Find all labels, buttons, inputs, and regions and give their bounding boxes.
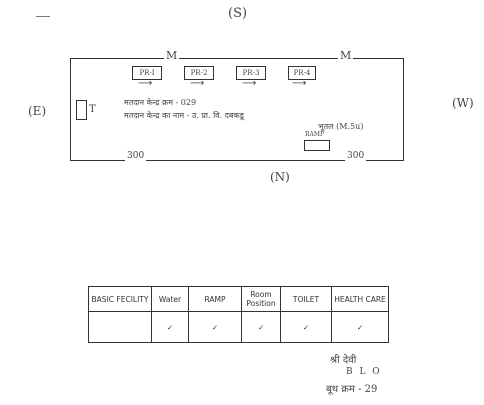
direction-east: (W) xyxy=(452,96,474,110)
facility-table: BASIC FECILITY Water RAMP Room Position … xyxy=(88,286,389,343)
arrow-icon: ⟶ xyxy=(242,78,257,89)
header-toilet: TOILET xyxy=(280,286,332,312)
toilet-box xyxy=(76,100,87,120)
table-cell-check: ✓ xyxy=(188,311,242,343)
table-row: ✓ ✓ ✓ ✓ ✓ xyxy=(88,311,389,343)
road-label-top-right: M xyxy=(338,49,354,62)
toilet-label: T xyxy=(89,104,96,115)
room-pr1: PR-I xyxy=(132,66,162,80)
room-pr4: PR-4 xyxy=(288,66,316,80)
direction-bottom: (N) xyxy=(270,170,290,184)
table-header-row: BASIC FECILITY Water RAMP Room Position … xyxy=(88,286,389,312)
direction-west: (E) xyxy=(28,104,47,118)
ramp-box xyxy=(304,140,330,151)
road-label-bottom-right: 300 xyxy=(345,151,367,161)
room-pr3: PR-3 xyxy=(236,66,266,80)
booth-name-line: मतदान केन्द्र का नाम - उ. प्रा. वि. दबकड… xyxy=(124,111,244,120)
signature-name: श्री देवी xyxy=(330,355,357,366)
scribble-mark xyxy=(36,16,50,17)
table-cell xyxy=(88,311,152,343)
ramp-label: RAMP xyxy=(305,131,325,138)
header-ramp: RAMP xyxy=(188,286,242,312)
road-label-bottom-left: 300 xyxy=(125,151,147,161)
table-cell-check: ✓ xyxy=(280,311,332,343)
arrow-icon: ⟶ xyxy=(292,78,307,89)
signature-number: बूथ क्रम - 29 xyxy=(326,384,378,395)
header-health-care: HEALTH CARE xyxy=(331,286,389,312)
arrow-icon: ⟶ xyxy=(138,78,153,89)
header-room-position: Room Position xyxy=(241,286,281,312)
map-frame xyxy=(70,58,404,161)
table-cell-check: ✓ xyxy=(151,311,189,343)
table-cell-check: ✓ xyxy=(331,311,389,343)
table-cell-check: ✓ xyxy=(241,311,281,343)
arrow-icon: ⟶ xyxy=(190,78,205,89)
header-water: Water xyxy=(151,286,189,312)
signature-role: B L O xyxy=(346,367,382,377)
direction-top: (S) xyxy=(228,6,248,21)
floor-line: भूतल (M.5u) xyxy=(318,122,364,131)
header-basic-facility: BASIC FECILITY xyxy=(88,286,152,312)
booth-number-line: मतदान केन्द्र क्रम - 029 xyxy=(124,98,197,107)
road-label-top-left: M xyxy=(164,49,180,62)
room-pr2: PR-2 xyxy=(184,66,214,80)
